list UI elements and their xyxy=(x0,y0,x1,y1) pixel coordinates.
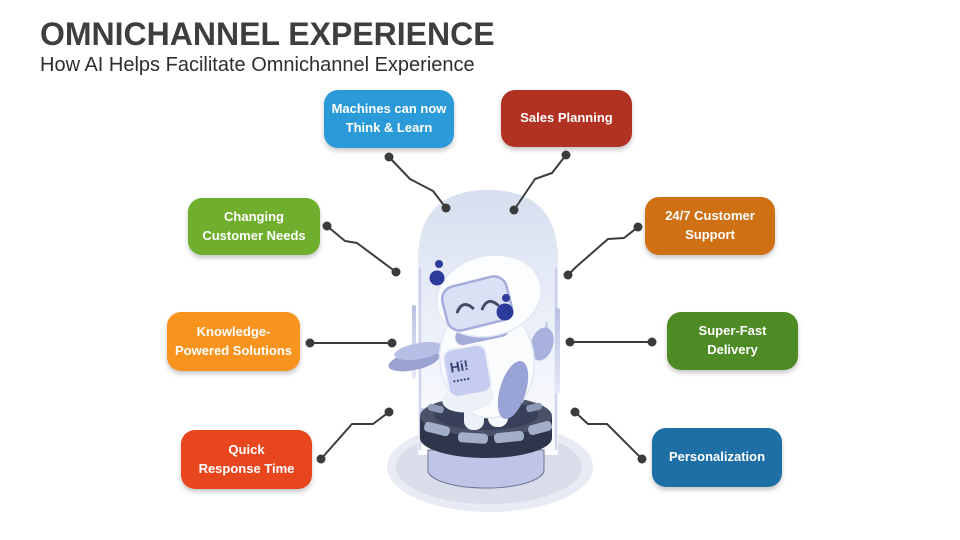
page-title: OMNICHANNEL EXPERIENCE xyxy=(40,16,495,52)
node-knowledge-powered-solutions: Knowledge- Powered Solutions xyxy=(167,312,300,371)
robot-shoulder-right xyxy=(530,327,554,361)
connector-changing xyxy=(322,221,401,277)
robot-arm-left xyxy=(388,342,444,372)
node-label: Quick Response Time xyxy=(198,441,295,476)
node-label: Sales Planning xyxy=(520,110,613,126)
node-changing-customer-needs: Changing Customer Needs xyxy=(188,198,320,255)
robot-screen: Hi! xyxy=(442,343,493,398)
node-machines-think-learn: Machines can now Think & Learn xyxy=(324,90,454,148)
robot-screen-dots xyxy=(453,377,470,383)
node-personalization: Personalization xyxy=(652,428,782,487)
connector-super xyxy=(565,337,657,347)
node-label: Personalization xyxy=(668,449,766,465)
connector-support xyxy=(563,222,643,280)
robot-ear-dots xyxy=(429,260,514,321)
node-label: Super-Fast Delivery xyxy=(698,323,767,357)
robot-illustration: Hi! xyxy=(388,254,554,430)
node-label: Changing Customer Needs xyxy=(202,208,306,243)
node-quick-response-time: Quick Response Time xyxy=(181,430,312,489)
node-label: Machines can now Think & Learn xyxy=(331,101,447,135)
connector-machines xyxy=(384,152,451,213)
connector-sales xyxy=(509,150,571,215)
node-customer-support-24-7: 24/7 Customer Support xyxy=(645,197,775,255)
connector-personalization xyxy=(570,407,647,464)
robot-arm-right xyxy=(497,361,529,419)
connectors xyxy=(305,150,657,464)
connector-knowledge xyxy=(305,338,397,348)
robot-eyes xyxy=(455,299,500,314)
node-label: 24/7 Customer Support xyxy=(665,208,755,242)
robot-screen-text: Hi! xyxy=(449,357,470,376)
node-sales-planning: Sales Planning xyxy=(501,90,632,147)
pedestal-dashes-front xyxy=(424,420,552,444)
node-label: Knowledge- Powered Solutions xyxy=(174,323,292,358)
node-super-fast-delivery: Super-Fast Delivery xyxy=(667,312,798,370)
connector-quick xyxy=(316,407,394,464)
page-subtitle: How AI Helps Facilitate Omnichannel Expe… xyxy=(40,54,475,76)
